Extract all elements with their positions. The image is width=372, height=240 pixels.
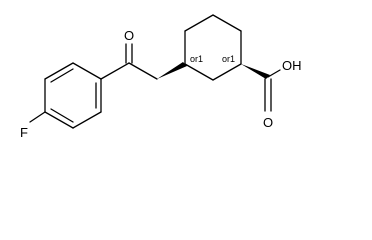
ketone-ch2-bond	[128, 62, 158, 80]
aromatic-double-bond	[50, 108, 74, 123]
bond	[44, 62, 74, 80]
stereo-label: or1	[190, 54, 203, 64]
bond	[212, 14, 242, 32]
bond	[184, 14, 214, 32]
chemical-structure: F O or1 or1 OH O	[20, 14, 302, 140]
cyclohexane-ring	[184, 14, 242, 81]
hydroxyl-label: OH	[282, 58, 302, 73]
bond	[212, 63, 242, 81]
c-oh-bond	[267, 69, 281, 78]
structure-canvas: F O or1 or1 OH O	[20, 14, 302, 140]
aryl-ketone-bond	[100, 62, 130, 80]
fluorine-atom-label: F	[20, 125, 28, 140]
bond	[72, 111, 102, 129]
bond	[184, 63, 214, 81]
benzene-ring	[44, 62, 102, 129]
stereo-wedge-bond	[241, 64, 270, 79]
aromatic-double-bond	[50, 68, 74, 83]
bond	[44, 111, 74, 129]
bond	[72, 62, 102, 80]
stereo-wedge-bond	[157, 62, 187, 79]
stereo-label: or1	[222, 54, 235, 64]
c-f-bond	[29, 111, 46, 123]
carbonyl-oxygen-label: O	[263, 115, 273, 130]
ketone-oxygen-label: O	[124, 28, 134, 43]
